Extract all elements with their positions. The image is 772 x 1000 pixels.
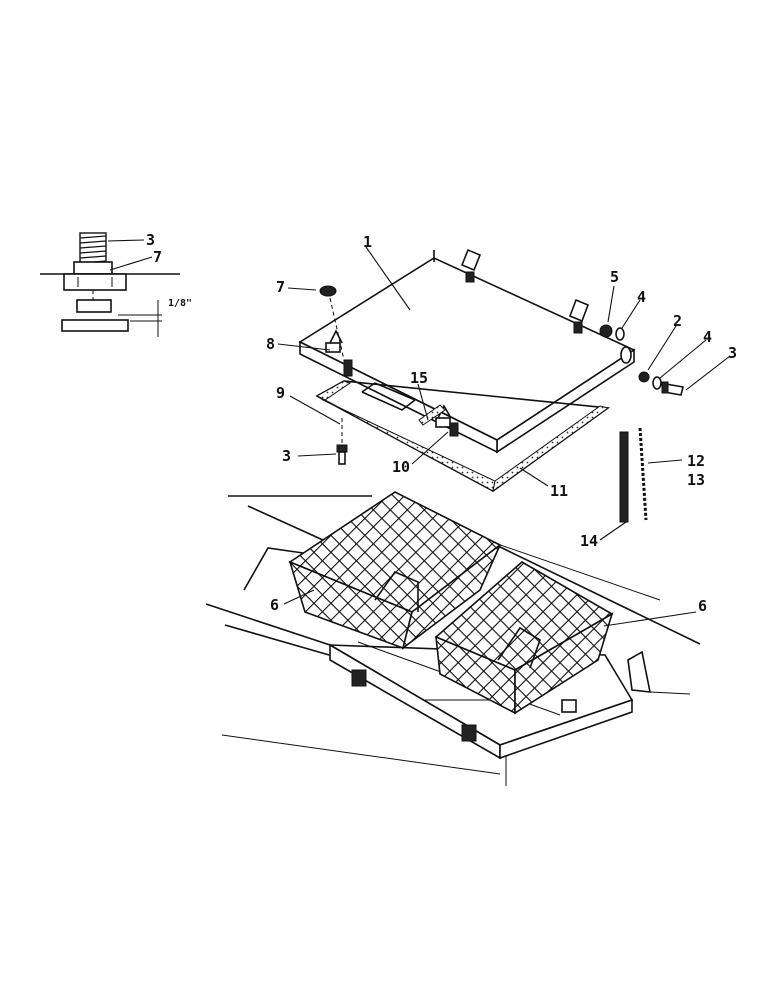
callout-6-left: 6 (270, 596, 279, 614)
rod-14 (619, 431, 629, 523)
callout-13: 13 (687, 471, 705, 489)
latch-rear-1 (460, 248, 482, 283)
gap-dimension-label: 1/8" (168, 298, 192, 309)
tray-clip-3 (561, 699, 577, 713)
callout-15: 15 (410, 369, 428, 387)
callout-7-detail: 7 (153, 248, 162, 266)
callout-4-lower: 4 (703, 328, 712, 346)
callout-2: 2 (673, 312, 682, 330)
callout-5: 5 (610, 268, 619, 286)
basket-left (288, 491, 502, 650)
nut (599, 324, 613, 338)
washer (615, 327, 625, 341)
callout-12: 12 (687, 452, 705, 470)
callout-1: 1 (363, 233, 372, 251)
callout-6-right: 6 (698, 597, 707, 615)
washer-2 (652, 376, 662, 390)
bushing (638, 371, 650, 383)
tray-clip-2 (461, 724, 477, 742)
bolt-lower (336, 444, 348, 465)
base-assembly (205, 491, 701, 786)
callout-8: 8 (266, 335, 275, 353)
callout-14: 14 (580, 532, 598, 550)
callout-3-lower: 3 (282, 447, 291, 465)
callout-3-detail: 3 (146, 231, 155, 249)
stud-detail (40, 232, 180, 337)
callout-9: 9 (276, 384, 285, 402)
latch-rear-2 (568, 298, 590, 334)
lid-assembly (298, 248, 684, 523)
latch-front-left (325, 329, 353, 377)
callout-11: 11 (550, 482, 568, 500)
callout-3-hinge: 3 (728, 344, 737, 362)
tray-clip-1 (351, 669, 367, 687)
rod-12-13 (638, 427, 648, 521)
callout-7: 7 (276, 278, 285, 296)
callout-10: 10 (392, 458, 410, 476)
leader-lines (107, 239, 731, 627)
hinge-eye (620, 346, 632, 364)
basket-right (434, 561, 614, 715)
hinge-bolt (661, 381, 684, 396)
cap (319, 285, 337, 297)
callout-4-upper: 4 (637, 288, 646, 306)
callout-labels: 3 7 1/8" 1 7 8 9 3 15 10 11 12 13 14 5 4… (146, 231, 737, 615)
